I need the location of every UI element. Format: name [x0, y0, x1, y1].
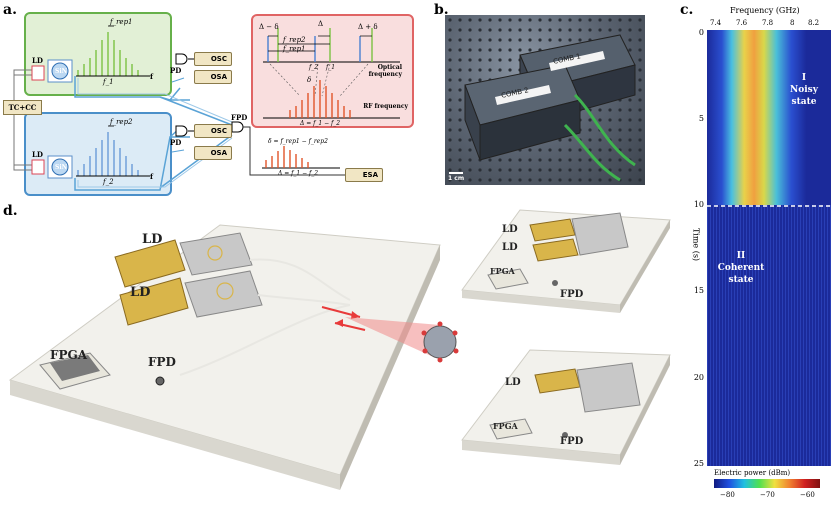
- f1-mark: f_1: [326, 64, 336, 71]
- state2-annotation: II Coherent state: [712, 250, 770, 286]
- fpd-label: FPD: [231, 113, 248, 122]
- delta-minus: Δ − δ: [259, 23, 279, 31]
- d-tr-ld1: LD: [502, 224, 518, 235]
- pd-bottom-label: PD: [170, 138, 182, 147]
- ld-bottom-label: LD: [32, 150, 43, 159]
- rf-freq-label: RF frequency: [363, 103, 408, 110]
- f-axis-top: f: [150, 72, 154, 81]
- c-y-ticks: 0 5 10 15 20 25: [686, 28, 704, 468]
- c-top-label: Frequency (GHz): [730, 6, 800, 15]
- d-ld1: LD: [142, 232, 163, 247]
- pd-top-label: PD: [170, 66, 182, 75]
- panel-b-label: b.: [434, 2, 449, 18]
- sin-bottom-label: SiN: [55, 164, 68, 171]
- spectrogram: [707, 30, 831, 466]
- panel-a-label: a.: [3, 2, 17, 18]
- cbar-label: Electric power (dBm): [714, 469, 791, 477]
- d-ld2: LD: [130, 285, 151, 300]
- colorbar: [714, 479, 820, 488]
- state1-annotation: I Noisy state: [784, 72, 824, 108]
- y-tick: 10: [693, 200, 704, 209]
- panel-a: TC+CC LD LD SiN SiN f_rep1 f_rep2 f_1 f_…: [0, 0, 430, 196]
- panel-c-label: c.: [680, 2, 694, 18]
- state2-l2: state: [728, 275, 754, 285]
- state2-l1: Coherent: [717, 263, 765, 273]
- breadboard-holes: [445, 15, 645, 185]
- d-tr-ld2: LD: [502, 242, 518, 253]
- tc-cc-box: TC+CC: [3, 100, 42, 115]
- frep1-label: f_rep1: [110, 18, 133, 26]
- esa-delta-eq2: Δ = f_1 − f_2: [278, 170, 319, 177]
- optical-freq-label: Optical frequency: [368, 64, 402, 78]
- comb1-box: [24, 12, 172, 96]
- d-tr-fpga: FPGA: [490, 266, 515, 276]
- comb2-box: [24, 112, 172, 196]
- y-tick: 20: [693, 373, 704, 382]
- x-tick: 8: [790, 19, 795, 27]
- delta-plus: Δ + δ: [358, 23, 378, 31]
- red-frep1: f_rep1: [283, 45, 306, 53]
- state1-num: I: [801, 73, 807, 83]
- rf-comb-lines: [289, 80, 351, 118]
- ld-top-label: LD: [32, 56, 43, 65]
- comb2-lines: [77, 132, 139, 176]
- esa-delta-eq: δ = f_rep1 − f_rep2: [268, 138, 328, 145]
- state1-l1: Noisy: [790, 85, 818, 95]
- d-br-ld: LD: [505, 377, 521, 388]
- x-tick: 7.6: [736, 19, 748, 27]
- y-tick: 5: [698, 114, 704, 123]
- state2-num: II: [736, 251, 746, 261]
- osc-bottom: OSC: [194, 124, 232, 138]
- osc-top: OSC: [194, 52, 232, 66]
- state1-l2: state: [791, 97, 817, 107]
- y-tick: 25: [693, 459, 704, 468]
- d-fpga: FPGA: [50, 348, 88, 362]
- c-y-label: Time (s): [691, 227, 701, 262]
- f2-label: f_2: [103, 178, 114, 186]
- x-tick: 7.4: [710, 19, 722, 27]
- y-tick: 15: [693, 286, 704, 295]
- d-br-fpga: FPGA: [493, 421, 518, 431]
- c-x-ticks: 7.4 7.6 7.8 8 8.2: [710, 19, 828, 29]
- x-tick: 7.8: [762, 19, 774, 27]
- panel-c: Frequency (GHz) 7.4 7.6 7.8 8 8.2: [680, 0, 831, 515]
- panel-d-label: d.: [3, 203, 18, 219]
- f2-mark: f_2: [309, 64, 319, 71]
- red-delta-eq: Δ = f_1 − f_2: [300, 120, 341, 127]
- esa: ESA: [345, 168, 383, 182]
- red-frep2: f_rep2: [283, 36, 306, 44]
- osa-top: OSA: [194, 70, 232, 84]
- d-br-fpd: FPD: [560, 436, 584, 447]
- panel-b-photo: COMB 1 COMB 2 1 cm: [445, 15, 645, 185]
- d-tr-fpd: FPD: [560, 289, 584, 300]
- panel-a-schematic: [13, 25, 400, 191]
- cbar-tick: −70: [760, 491, 775, 499]
- frep2-label: f_rep2: [110, 118, 133, 126]
- x-tick: 8.2: [808, 19, 820, 27]
- sin-top-label: SiN: [55, 68, 68, 75]
- cbar-tick: −80: [720, 491, 735, 499]
- osa-bottom: OSA: [194, 146, 232, 160]
- f1-label: f_1: [103, 78, 114, 86]
- f-axis-bottom: f: [150, 172, 154, 181]
- d-fpd: FPD: [148, 355, 176, 369]
- scale-bar-label: 1 cm: [448, 175, 465, 182]
- comb1-lines: [77, 32, 139, 76]
- y-tick: 0: [698, 28, 704, 37]
- cbar-tick: −60: [800, 491, 815, 499]
- delta-label: Δ: [318, 20, 324, 28]
- delta-small: δ: [307, 76, 312, 84]
- panel-d-illustration: [8, 209, 671, 490]
